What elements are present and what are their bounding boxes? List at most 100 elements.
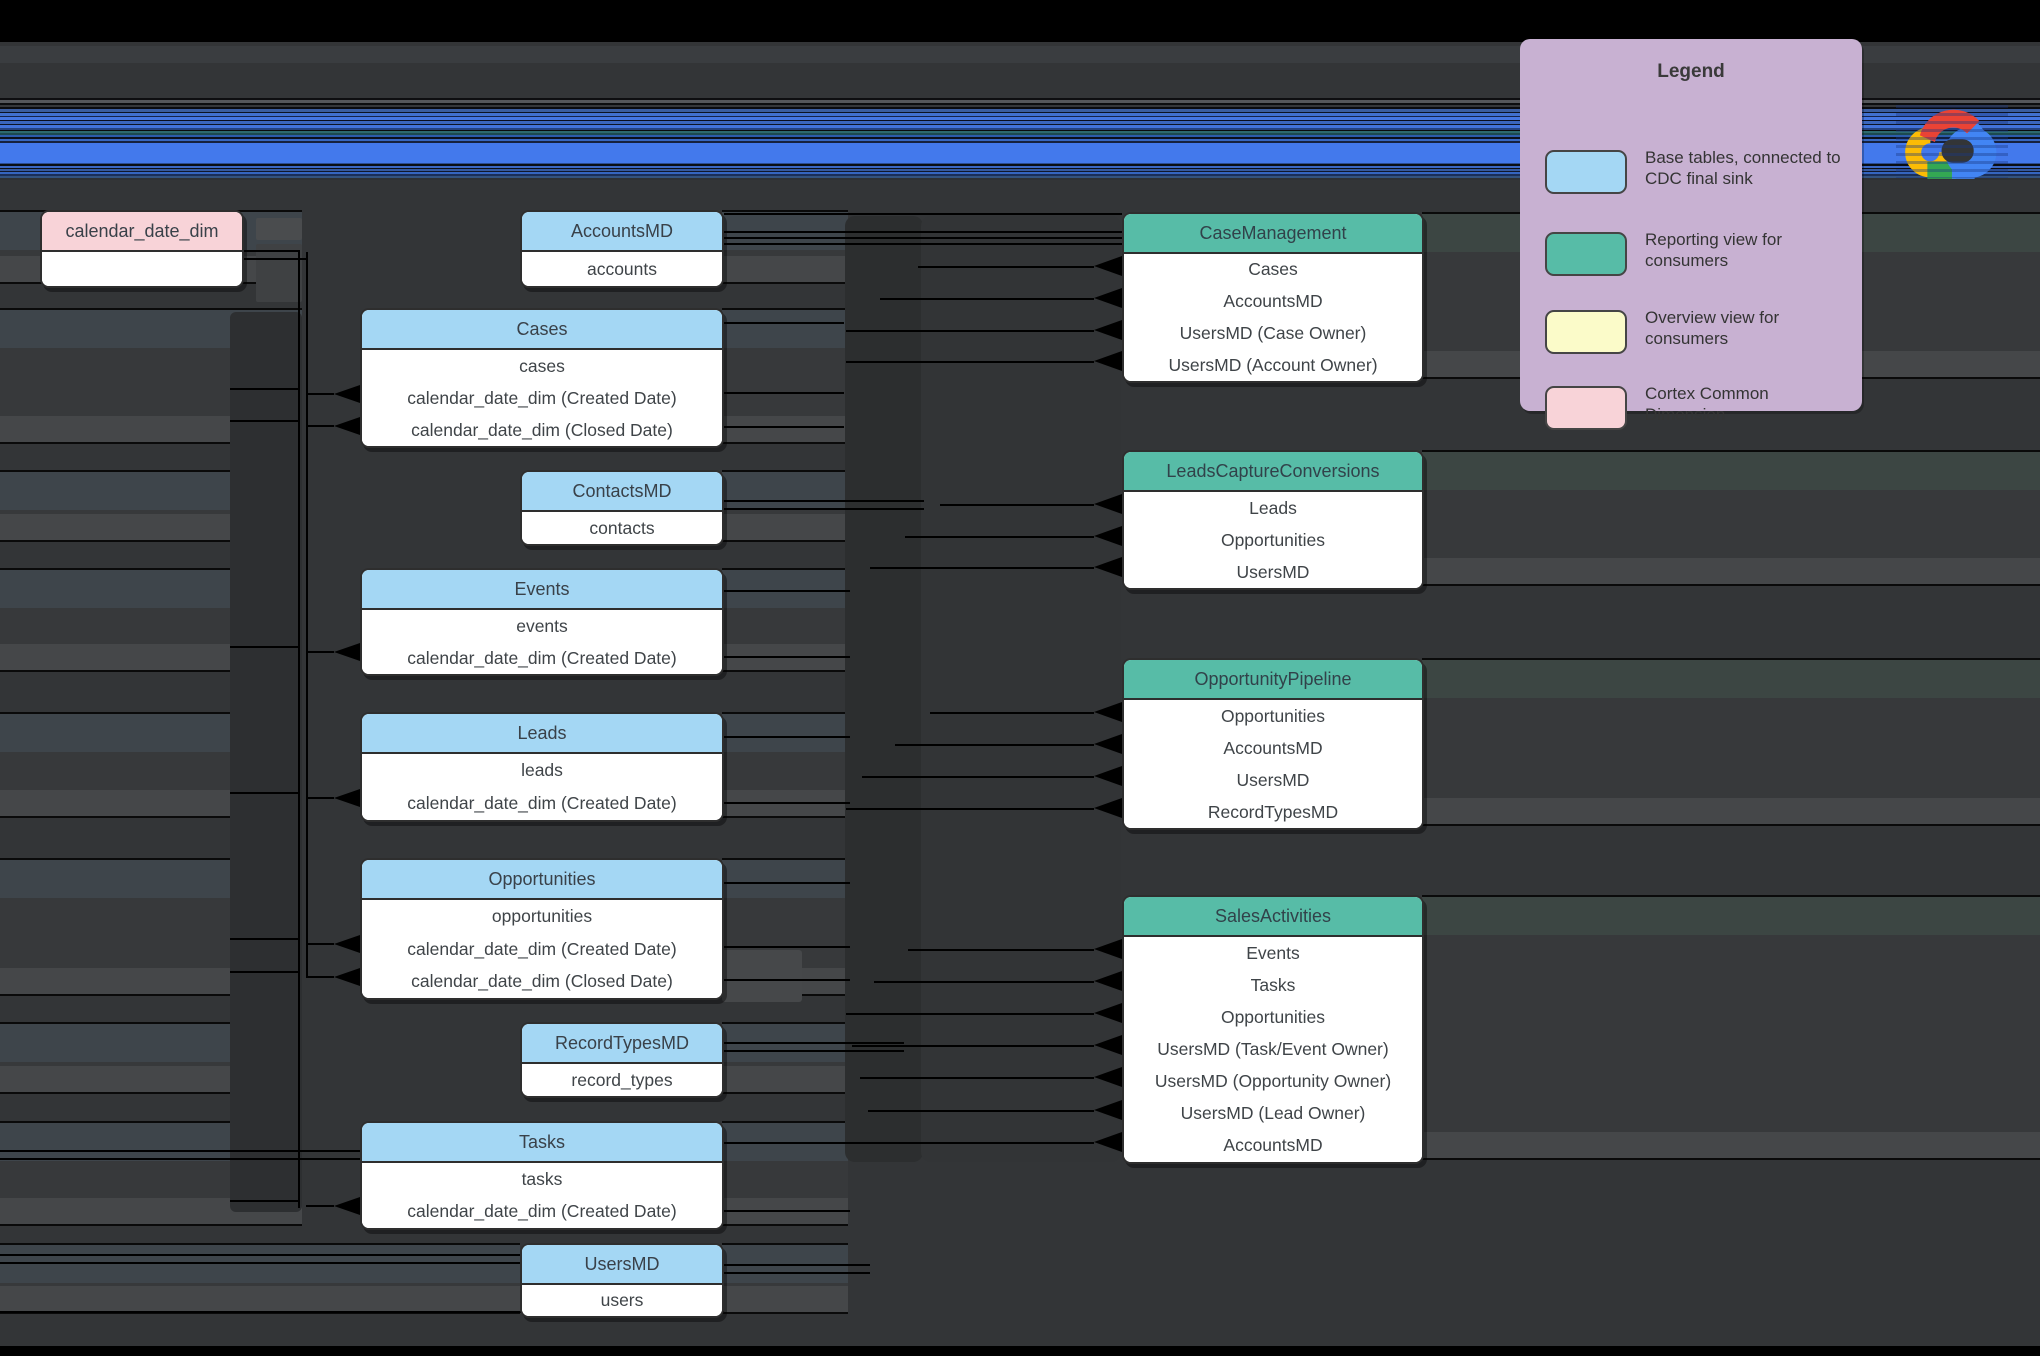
- artifact-band: [722, 858, 848, 996]
- artifact-band: [1422, 450, 2040, 586]
- top-black-bar: [0, 0, 2040, 42]
- artifact-block: [256, 218, 302, 240]
- arrowhead-icon: [334, 1197, 360, 1215]
- artifact-band: [0, 1022, 302, 1094]
- bottom-black-bar: [0, 1346, 2040, 1356]
- connector-line: [724, 237, 1122, 239]
- arrowhead-icon: [1094, 494, 1122, 514]
- table-row: accounts: [586, 258, 658, 279]
- table-title: CaseManagement: [1124, 214, 1422, 254]
- table-calendar-date-dim[interactable]: calendar_date_dim: [40, 210, 244, 288]
- table-salesactivities[interactable]: SalesActivities Events Tasks Opportuniti…: [1122, 895, 1424, 1164]
- connector-line: [0, 1150, 700, 1152]
- table-row: Cases: [1248, 259, 1298, 280]
- table-row: Opportunities: [1220, 1006, 1326, 1027]
- legend-swatch-reporting-view: [1545, 232, 1627, 276]
- arrowhead-icon: [1094, 1100, 1122, 1120]
- table-title: Leads: [362, 714, 722, 754]
- legend-swatch-cortex-dimension: [1545, 386, 1627, 430]
- table-recordtypesmd[interactable]: RecordTypesMD record_types: [520, 1022, 724, 1098]
- arrowhead-icon: [334, 789, 360, 807]
- logo-stripe-artifact: [1896, 100, 2008, 178]
- connector-line: [874, 981, 1094, 983]
- artifact-band: [722, 1243, 848, 1314]
- connector-line: [724, 322, 844, 324]
- connector-line: [306, 252, 308, 978]
- table-row: Tasks: [1250, 974, 1296, 995]
- artifact-block: [722, 950, 802, 1002]
- arrowhead-icon: [1094, 1035, 1122, 1055]
- table-contactsmd[interactable]: ContactsMD contacts: [520, 470, 724, 546]
- connector-line: [240, 250, 300, 252]
- table-leadscaptureconversions[interactable]: LeadsCaptureConversions Leads Opportunit…: [1122, 450, 1424, 590]
- connector-line: [724, 243, 1122, 245]
- artifact-band: [0, 470, 302, 542]
- connector-line: [230, 1200, 300, 1202]
- table-row: UsersMD (Opportunity Owner): [1154, 1071, 1392, 1092]
- table-row: AccountsMD: [1223, 291, 1323, 312]
- connector-line: [230, 938, 300, 940]
- arrowhead-icon: [1094, 1067, 1122, 1087]
- table-opportunities[interactable]: Opportunities opportunities calendar_dat…: [360, 858, 724, 1000]
- table-title: Tasks: [362, 1123, 722, 1163]
- table-row: calendar_date_dim (Created Date): [407, 793, 677, 813]
- legend-label: Reporting view for consumers: [1645, 230, 1783, 270]
- artifact-block: [845, 216, 923, 1162]
- connector-line: [908, 949, 1094, 951]
- arrowhead-icon: [1094, 288, 1122, 308]
- connector-line: [846, 1013, 1094, 1015]
- table-row: UsersMD (Case Owner): [1179, 322, 1367, 343]
- arrowhead-icon: [1094, 971, 1122, 991]
- arrowhead-icon: [334, 968, 360, 986]
- table-title: Events: [362, 570, 722, 610]
- table-row: tasks: [521, 1168, 563, 1189]
- artifact-band: [722, 210, 848, 284]
- table-events[interactable]: Events events calendar_date_dim (Created…: [360, 568, 724, 676]
- connector-line: [0, 1158, 700, 1160]
- connector-line: [724, 656, 850, 658]
- connector-line: [724, 1272, 870, 1274]
- table-row: Opportunities: [1220, 529, 1326, 550]
- table-tasks[interactable]: Tasks tasks calendar_date_dim (Created D…: [360, 1121, 724, 1230]
- connector-line: [724, 736, 850, 738]
- arrowhead-icon: [1094, 256, 1122, 276]
- table-cases[interactable]: Cases cases calendar_date_dim (Created D…: [360, 308, 724, 448]
- connector-line: [862, 776, 1094, 778]
- table-row: Events: [1246, 942, 1300, 963]
- legend-item: Reporting view for consumers: [1545, 229, 1845, 276]
- connector-line: [230, 388, 300, 390]
- connector-line: [940, 504, 1094, 506]
- artifact-band: [0, 308, 302, 444]
- arrowhead-icon: [1094, 1003, 1122, 1023]
- table-title: LeadsCaptureConversions: [1124, 452, 1422, 492]
- table-accountsmd[interactable]: AccountsMD accounts: [520, 210, 724, 288]
- table-casemanagement[interactable]: CaseManagement Cases AccountsMD UsersMD …: [1122, 212, 1424, 383]
- connector-line: [306, 393, 334, 395]
- connector-line: [306, 797, 334, 799]
- table-row: events: [516, 615, 568, 636]
- table-usersmd[interactable]: UsersMD users: [520, 1243, 724, 1318]
- connector-line: [230, 420, 300, 422]
- table-row: AccountsMD: [1223, 1135, 1323, 1156]
- artifact-band: [1422, 895, 2040, 1160]
- table-title: RecordTypesMD: [522, 1024, 722, 1064]
- table-row: calendar_date_dim (Created Date): [407, 1201, 677, 1222]
- table-row: calendar_date_dim (Created Date): [407, 938, 677, 959]
- connector-line: [918, 266, 1094, 268]
- connector-line: [846, 330, 1094, 332]
- table-leads[interactable]: Leads leads calendar_date_dim (Created D…: [360, 712, 724, 822]
- table-row: contacts: [589, 517, 655, 538]
- artifact-band: [1422, 658, 2040, 826]
- connector-line: [868, 1110, 1094, 1112]
- google-cloud-logo: [1905, 109, 1997, 179]
- connector-line: [724, 1210, 850, 1212]
- connector-line: [0, 1311, 724, 1313]
- legend-panel[interactable]: Legend Base tables, connected to CDC fin…: [1520, 39, 1862, 430]
- connector-line: [870, 567, 1094, 569]
- table-row: AccountsMD: [1223, 737, 1323, 758]
- connector-line: [724, 802, 850, 804]
- arrowhead-icon: [1094, 766, 1122, 786]
- arrowhead-icon: [1094, 1132, 1122, 1152]
- table-opportunitypipeline[interactable]: OpportunityPipeline Opportunities Accoun…: [1122, 658, 1424, 830]
- connector-line: [298, 252, 300, 1208]
